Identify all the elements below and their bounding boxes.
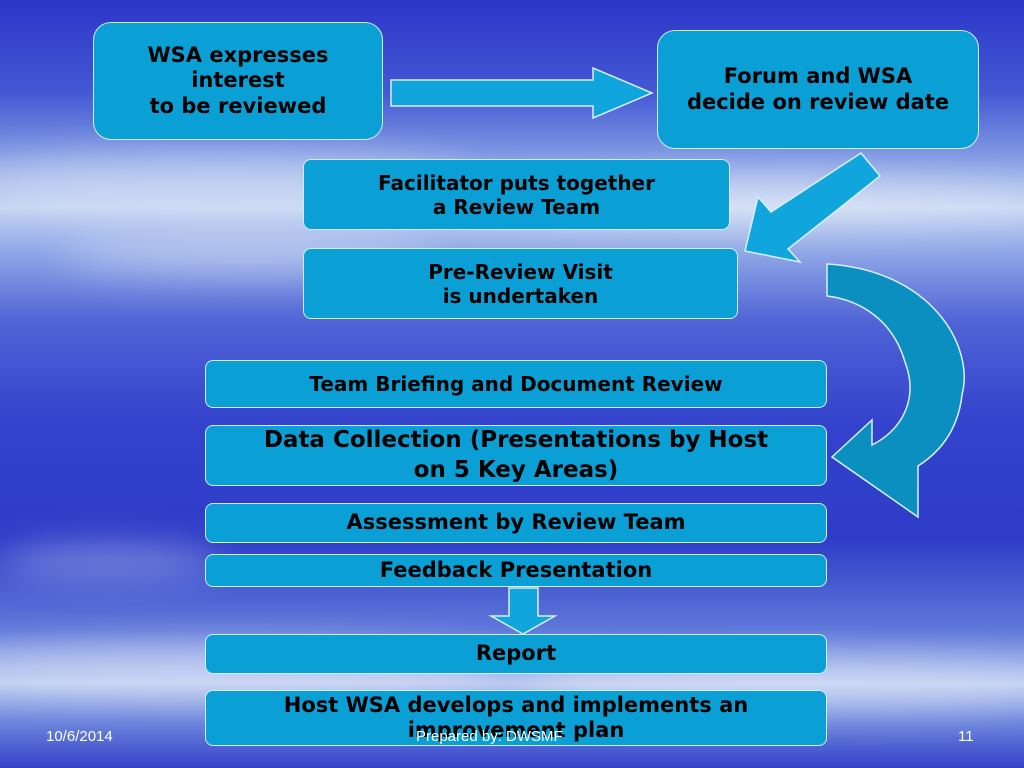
- node-feedback-presentation: Feedback Presentation: [205, 554, 827, 587]
- node-team-briefing: Team Briefing and Document Review: [205, 360, 827, 408]
- arrow-forum-to-facilitator: [744, 152, 882, 264]
- node-improvement-plan: Host WSA develops and implements an impr…: [205, 690, 827, 746]
- arrow-express-to-forum: [390, 66, 654, 120]
- node-pre-review-visit: Pre-Review Visit is undertaken: [303, 248, 738, 319]
- cloud-streak: [0, 545, 220, 575]
- node-data-collection: Data Collection (Presentations by Host o…: [205, 425, 827, 486]
- arrow-feedback-to-report: [488, 587, 558, 635]
- footer-date: 10/6/2014: [46, 728, 113, 745]
- node-report: Report: [205, 634, 827, 674]
- node-wsa-expresses-interest: WSA expresses interest to be reviewed: [93, 22, 383, 140]
- node-assessment: Assessment by Review Team: [205, 503, 827, 543]
- node-facilitator-review-team: Facilitator puts together a Review Team: [303, 159, 730, 230]
- node-forum-decide-date: Forum and WSA decide on review date: [657, 30, 979, 149]
- footer-page-number: 11: [958, 728, 974, 745]
- curved-arrow-prereview-to-datacollection: [826, 263, 965, 519]
- footer-prepared-by: Prepared by: DWSMF: [416, 728, 563, 745]
